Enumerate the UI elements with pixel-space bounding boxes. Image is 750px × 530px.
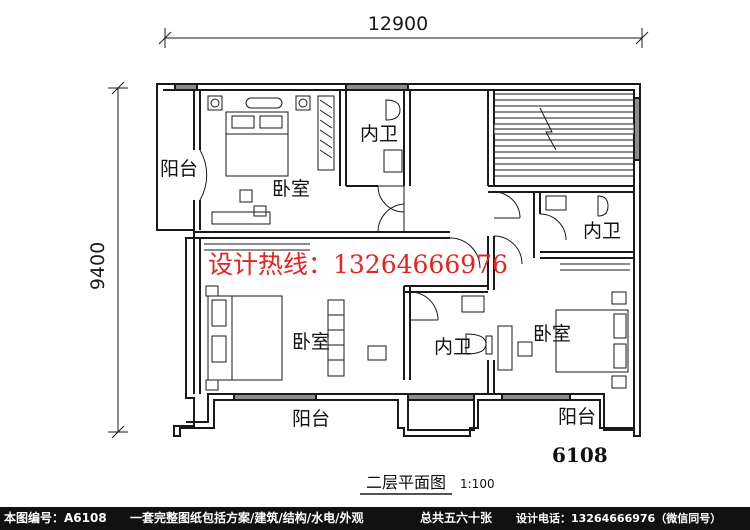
room-label-bath-north: 内卫 xyxy=(360,123,398,145)
design-hotline-text: 设计热线：13264666976 xyxy=(208,250,508,279)
door-swings xyxy=(199,149,567,321)
room-label-bedroom-sw: 卧室 xyxy=(292,331,330,353)
top-dimension-label: 12900 xyxy=(368,13,428,35)
footer-package-description: 一套完整图纸包括方案/建筑/结构/水电/外观 xyxy=(130,511,364,525)
top-dimension xyxy=(158,28,649,48)
room-label-balcony-west: 阳台 xyxy=(160,158,198,180)
floor-plan-drawing: 12900 9400 xyxy=(87,13,649,495)
interior-walls xyxy=(193,90,634,394)
staircase xyxy=(493,93,635,187)
exterior-walls xyxy=(156,83,641,437)
room-label-bedroom-se: 卧室 xyxy=(533,323,571,345)
plan-code: 6108 xyxy=(552,443,608,467)
window-glazing xyxy=(175,85,639,399)
footer-sheet-count: 总共五六十张 xyxy=(420,511,493,525)
footer-bar: 本图编号：A6108 一套完整图纸包括方案/建筑/结构/水电/外观 总共五六十张… xyxy=(0,507,750,530)
footer-design-phone: 设计电话：13264666976（微信同号） xyxy=(516,512,722,525)
room-label-balcony-south-right: 阳台 xyxy=(558,406,596,428)
room-labels: 阳台 卧室 内卫 内卫 卧室 内卫 卧室 阳台 阳台 xyxy=(160,123,621,430)
room-label-balcony-south-left: 阳台 xyxy=(292,408,330,430)
left-dimension xyxy=(108,81,128,439)
furniture xyxy=(204,95,630,391)
left-dimension-label: 9400 xyxy=(87,242,109,290)
room-label-bedroom-nw: 卧室 xyxy=(272,178,310,200)
room-label-bath-center: 内卫 xyxy=(434,336,472,358)
drawing-scale: 1:100 xyxy=(460,477,495,491)
drawing-title: 二层平面图 xyxy=(366,473,446,492)
room-label-bath-east: 内卫 xyxy=(583,220,621,242)
footer-plan-number: 本图编号：A6108 xyxy=(4,511,107,525)
